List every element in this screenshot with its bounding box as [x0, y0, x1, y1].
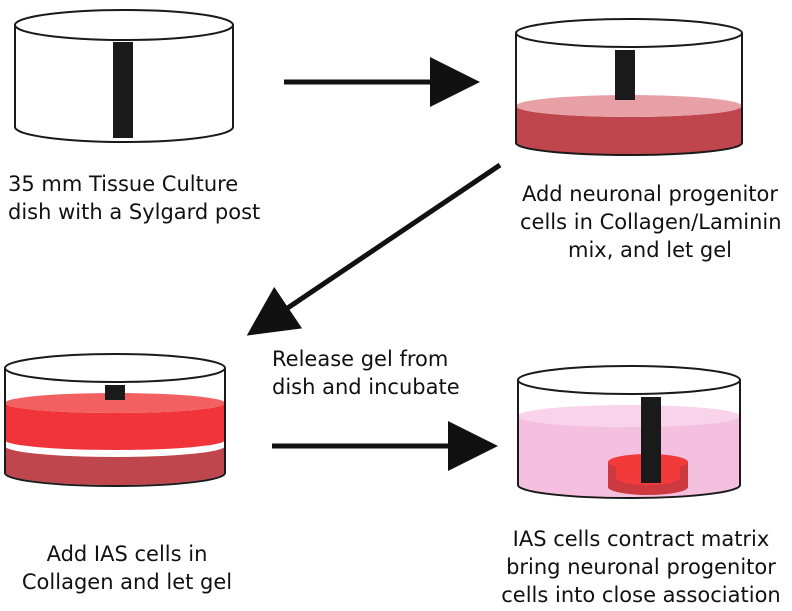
caption-line: mix, and let gel	[567, 238, 732, 262]
label-line: dish and incubate	[272, 375, 460, 399]
ias-gel-top	[5, 393, 225, 413]
sylgard-post	[105, 385, 125, 400]
medium-top	[518, 405, 740, 427]
caption-line: dish with a Sylgard post	[8, 200, 261, 224]
label-line: Release gel from	[272, 347, 449, 371]
dish-2-neuronal-gel	[515, 18, 743, 156]
step-1-caption: 35 mm Tissue Culture dish with a Sylgard…	[8, 170, 260, 226]
neuronal-gel-top	[516, 95, 742, 117]
step-2-caption: Add neuronal progenitor cells in Collage…	[520, 180, 782, 264]
caption-line: cells in Collagen/Laminin	[520, 210, 782, 234]
caption-line: Collagen and let gel	[21, 570, 233, 594]
neuronal-gel-layer	[516, 106, 742, 155]
sylgard-post	[615, 50, 635, 100]
dish-4-contracted	[517, 365, 741, 499]
sylgard-post	[113, 42, 133, 138]
caption-line: Add neuronal progenitor	[521, 182, 779, 206]
caption-line: bring neuronal progenitor	[506, 555, 776, 579]
caption-line: Add IAS cells in	[46, 542, 208, 566]
ias-gel-layer	[5, 403, 225, 450]
dish-1-empty	[14, 9, 234, 143]
arrow-step2-to-step3	[246, 162, 502, 336]
neuronal-gel-layer	[4, 444, 226, 487]
step-3-caption: Add IAS cells in Collagen and let gel	[2, 540, 252, 596]
transition-label: Release gel from dish and incubate	[272, 345, 460, 401]
caption-line: cells into close association	[501, 583, 781, 607]
caption-line: 35 mm Tissue Culture	[8, 172, 239, 196]
sylgard-post	[641, 397, 661, 483]
caption-line: IAS cells contract matrix	[512, 527, 770, 551]
step-4-caption: IAS cells contract matrix bring neuronal…	[490, 525, 792, 609]
dish-3-ias-gel	[4, 353, 226, 487]
